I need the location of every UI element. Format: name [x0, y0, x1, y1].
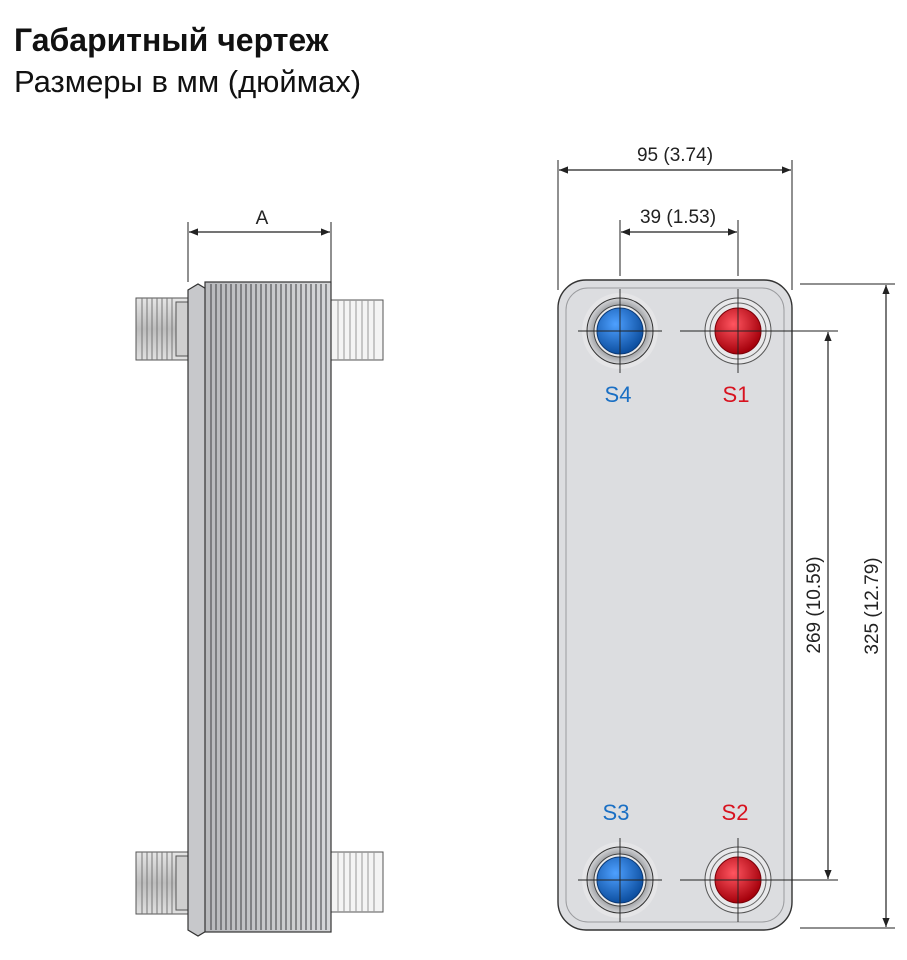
- dim-width-label: 95 (3.74): [637, 145, 713, 166]
- front-plate: [557, 279, 793, 931]
- port-label-s3: S3: [603, 800, 630, 825]
- port-label-s1: S1: [723, 382, 750, 407]
- connector-bottom-left: [135, 851, 189, 915]
- dim-spacing-label: 39 (1.53): [640, 207, 716, 228]
- plate-lines: [210, 284, 327, 930]
- page-title: Габаритный чертеж: [14, 22, 329, 58]
- connector-top-right: [330, 299, 384, 361]
- dim-ports-label: 269 (10.59): [804, 556, 825, 653]
- dim-total-label: 325 (12.79): [862, 557, 883, 654]
- front-view: 95 (3.74) 39 (1.53) 325 (12.79) 269 (10.…: [557, 145, 895, 931]
- port-s2: [696, 838, 780, 922]
- dim-a-label: A: [256, 208, 269, 229]
- port-label-s4: S4: [605, 382, 632, 407]
- connector-bottom-right: [330, 851, 384, 913]
- connector-top-left: [135, 297, 189, 361]
- front-plate-inner-edge: [565, 287, 785, 923]
- port-label-s2: S2: [722, 800, 749, 825]
- page-subtitle: Размеры в мм (дюймах): [14, 64, 362, 99]
- port-s1: [696, 289, 780, 373]
- port-s4: [578, 289, 662, 373]
- port-s3: [578, 838, 662, 922]
- side-view: A: [135, 208, 384, 937]
- plate-stack: [204, 281, 332, 933]
